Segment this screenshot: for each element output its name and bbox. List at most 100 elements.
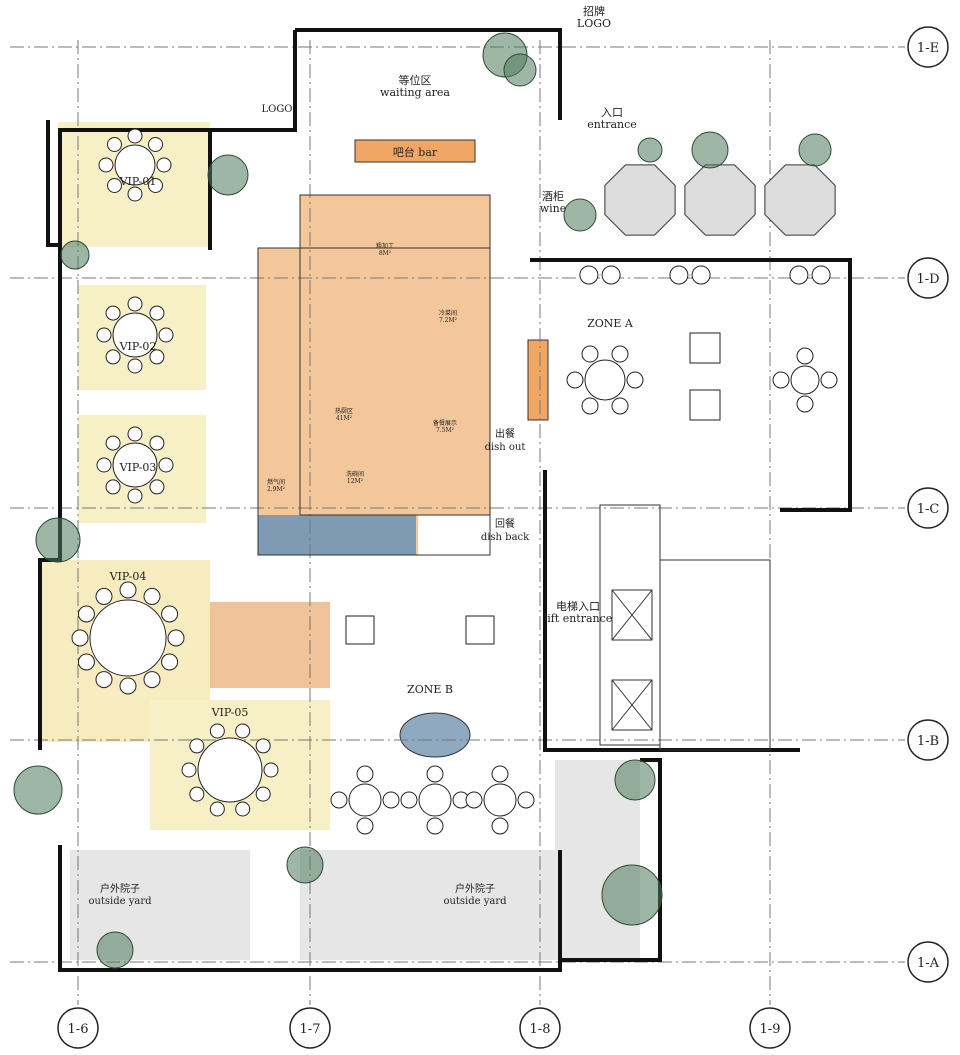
chair bbox=[611, 397, 629, 415]
chair bbox=[149, 305, 165, 321]
entrance-label-en: entrance bbox=[587, 118, 637, 131]
chair bbox=[426, 765, 444, 783]
chair bbox=[209, 801, 225, 817]
round-table bbox=[483, 783, 517, 817]
grid-bubble bbox=[907, 719, 949, 761]
outside-yard-label: 户外院子 bbox=[100, 882, 140, 895]
chair bbox=[71, 629, 89, 647]
tree-icon bbox=[503, 53, 537, 87]
chair bbox=[796, 395, 814, 413]
chair bbox=[356, 765, 374, 783]
chair bbox=[149, 435, 165, 451]
grid-bubble bbox=[907, 257, 949, 299]
tree-icon bbox=[60, 240, 90, 270]
square-table bbox=[689, 389, 721, 421]
signage-logo-label: LOGO bbox=[577, 17, 611, 30]
grid-axis-label: 1-A bbox=[917, 956, 940, 971]
chair bbox=[149, 479, 165, 495]
zone-a-label: ZONE A bbox=[587, 317, 634, 330]
chair bbox=[127, 358, 143, 374]
chair bbox=[181, 762, 197, 778]
chair bbox=[127, 128, 143, 144]
chair bbox=[209, 723, 225, 739]
kitchen-room-name: 热厨区 bbox=[335, 407, 353, 415]
chair bbox=[161, 605, 179, 623]
chair bbox=[105, 435, 121, 451]
vip-room-label: VIP-04 bbox=[109, 570, 147, 583]
tree-icon bbox=[614, 759, 656, 801]
grid-axis-label: 1-8 bbox=[530, 1022, 551, 1037]
tree-icon bbox=[286, 846, 324, 884]
chair bbox=[127, 296, 143, 312]
feature-island bbox=[399, 712, 471, 758]
lift-entrance-label-en: lift entrance bbox=[544, 612, 613, 625]
dish-back-label-en: dish back bbox=[481, 532, 530, 543]
chair bbox=[95, 587, 113, 605]
grid-bubble bbox=[907, 941, 949, 983]
chair bbox=[235, 723, 251, 739]
lift-entrance-label: 电梯入口 bbox=[556, 600, 600, 613]
kitchen-room-name: 燃气间 bbox=[267, 478, 285, 486]
chair bbox=[255, 738, 271, 754]
dish-back-label: 回餐 bbox=[495, 517, 515, 530]
kitchen-room-area: 41M² bbox=[336, 415, 353, 422]
chair bbox=[426, 817, 444, 835]
yard-right bbox=[300, 850, 555, 960]
kitchen-room-name: 备餐展示 bbox=[433, 419, 457, 427]
chair bbox=[491, 817, 509, 835]
round-table bbox=[790, 365, 820, 395]
chair bbox=[156, 157, 172, 173]
signage-label: 招牌 bbox=[583, 4, 605, 18]
chair bbox=[77, 653, 95, 671]
tree-icon bbox=[601, 864, 663, 926]
tree-icon bbox=[35, 517, 81, 563]
chair bbox=[581, 345, 599, 363]
chair bbox=[149, 349, 165, 365]
grid-bubble bbox=[289, 1007, 331, 1049]
round-table bbox=[114, 144, 156, 186]
chair bbox=[811, 265, 831, 285]
kitchen-room-area: 12M² bbox=[347, 478, 364, 485]
chair bbox=[148, 136, 164, 152]
chair bbox=[330, 791, 348, 809]
chair bbox=[127, 426, 143, 442]
outside-yard-label: 户外院子 bbox=[455, 882, 495, 895]
kitchen-room-name: 洗碗间 bbox=[346, 470, 364, 478]
bar-counter bbox=[354, 139, 476, 163]
tree-icon bbox=[798, 133, 832, 167]
umbrella bbox=[764, 164, 836, 236]
chair bbox=[669, 265, 689, 285]
chair bbox=[189, 738, 205, 754]
chair bbox=[127, 488, 143, 504]
tree-icon bbox=[96, 931, 134, 969]
chair bbox=[105, 349, 121, 365]
chair bbox=[579, 265, 599, 285]
chair bbox=[691, 265, 711, 285]
zone-b-label: ZONE B bbox=[407, 683, 453, 696]
grid-bubble bbox=[519, 1007, 561, 1049]
chair bbox=[400, 791, 418, 809]
chair bbox=[143, 671, 161, 689]
wine-shelf bbox=[527, 339, 549, 421]
chair bbox=[189, 786, 205, 802]
bar-label: 吧台 bar bbox=[393, 145, 438, 159]
chair bbox=[789, 265, 809, 285]
round-table bbox=[197, 737, 263, 803]
round-table bbox=[348, 783, 382, 817]
kitchen-room-area: 8M² bbox=[379, 250, 392, 257]
grid-axis-label: 1-9 bbox=[760, 1022, 781, 1037]
wine-label-en: wine bbox=[540, 202, 567, 215]
chair bbox=[119, 677, 137, 695]
vip-room-label: VIP-03 bbox=[119, 461, 157, 474]
grid-axis-label: 1-7 bbox=[300, 1022, 321, 1037]
chair bbox=[127, 186, 143, 202]
chair bbox=[517, 791, 535, 809]
grid-axis-label: 1-C bbox=[917, 502, 940, 517]
chair bbox=[158, 457, 174, 473]
grid-bubble bbox=[907, 487, 949, 529]
chair bbox=[148, 178, 164, 194]
chair bbox=[77, 605, 95, 623]
round-table bbox=[418, 783, 452, 817]
tree-icon bbox=[637, 137, 663, 163]
